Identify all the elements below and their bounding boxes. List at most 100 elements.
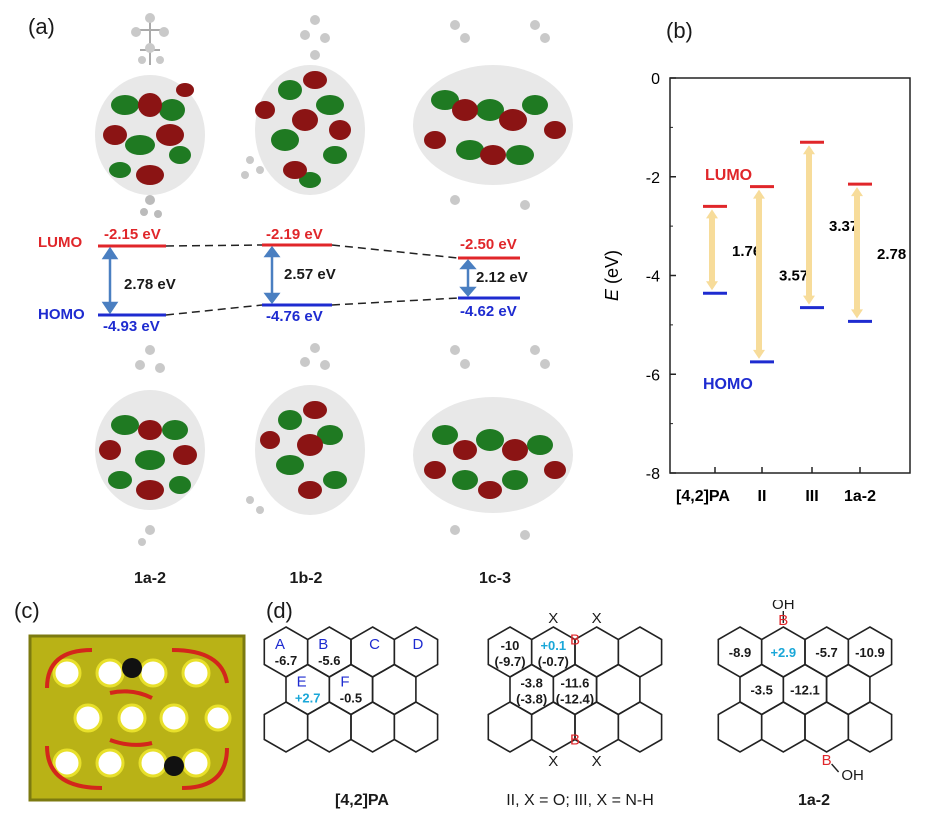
- nics-value: -11.6: [560, 676, 589, 691]
- x-tick-label: III: [805, 488, 818, 505]
- y-tick-label: -6: [646, 367, 660, 384]
- homo-value-1c-3: -4.62 eV: [460, 303, 517, 320]
- hexagon-ring: [371, 663, 417, 716]
- caption-pa: [4,2]PA: [335, 792, 389, 809]
- homo-orbital-1c-3: [413, 345, 573, 540]
- y-axis-label: E (eV): [602, 250, 622, 301]
- nics-value: (-12.4): [556, 692, 594, 707]
- x-tick-label: 1a-2: [844, 488, 876, 505]
- molecule-name-1b-2: 1b-2: [289, 570, 323, 587]
- nics-value: (-0.7): [538, 654, 569, 669]
- hexagon-ring: [804, 701, 850, 753]
- gap-value-label: 3.37: [829, 218, 858, 235]
- current-density-map: [28, 634, 246, 802]
- panel-label-d: (d): [266, 598, 293, 623]
- panel-label-b: (b): [666, 18, 693, 43]
- y-tick-label: -8: [646, 466, 660, 483]
- hexagon-ring: [847, 701, 893, 753]
- homo-legend-label: HOMO: [703, 376, 753, 393]
- hydroxyl-group: OH: [772, 600, 795, 613]
- hydroxyl-group: OH: [841, 767, 864, 784]
- gap-value-1b-2: 2.57 eV: [284, 266, 336, 283]
- nics-value: (-9.7): [494, 654, 525, 669]
- boron-atom: B: [822, 752, 832, 769]
- hexagon-ring: [306, 626, 352, 678]
- panel-label-c: (c): [14, 598, 40, 623]
- gap-arrow-head: [851, 187, 863, 197]
- ring-letter: B: [318, 636, 328, 653]
- nics-value: +2.9: [770, 645, 796, 660]
- nics-value: -3.8: [520, 676, 542, 691]
- hexagon-ring: [530, 701, 576, 753]
- hexagon-ring: [263, 626, 309, 678]
- lumo-value-1a-2: -2.15 eV: [104, 226, 161, 243]
- boron-atom: B: [778, 612, 788, 629]
- gap-arrow-head: [753, 189, 765, 199]
- hexagon-ring: [306, 701, 352, 753]
- lumo-orbital-1c-3: [413, 20, 573, 210]
- gap-value-1c-3: 2.12 eV: [476, 269, 528, 286]
- nics-value: -12.1: [790, 683, 820, 698]
- hexagon-ring: [263, 701, 309, 753]
- nics-value: -5.6: [318, 653, 340, 668]
- bond-line: [831, 763, 840, 773]
- hexagon-ring: [717, 701, 763, 753]
- boron-atom: B: [570, 732, 580, 749]
- molecule-name-1a-2: 1a-2: [133, 570, 167, 587]
- lumo-orbital-1a-2: [95, 13, 205, 218]
- nics-value: -10: [501, 638, 520, 653]
- panel-label-a: (a): [28, 14, 55, 39]
- gap-arrow-head: [706, 209, 718, 219]
- nics-value: -8.9: [729, 645, 751, 660]
- hexagon-ring: [350, 701, 396, 753]
- boron-atom: B: [570, 632, 580, 649]
- heteroatom-x: X: [592, 610, 602, 627]
- hexagon-ring: [328, 663, 374, 716]
- y-tick-label: 0: [651, 71, 660, 88]
- nics-value: +2.7: [295, 691, 321, 706]
- lumo-orbital-1b-2: [241, 15, 365, 195]
- ring-letter: E: [297, 674, 307, 691]
- caption-1a-2: 1a-2: [797, 792, 831, 809]
- hexagon-ring: [617, 626, 663, 678]
- caption-ii-iii: II, X = O; III, X = N-H: [506, 792, 654, 809]
- lumo-value-1c-3: -2.50 eV: [460, 236, 517, 253]
- hexagon-ring: [285, 663, 331, 716]
- nics-value: -10.9: [855, 645, 885, 660]
- hexagon-ring: [595, 663, 641, 716]
- hexagon-ring: [617, 701, 663, 753]
- homo-orbital-1a-2: [95, 345, 205, 546]
- hexagon-ring: [487, 701, 533, 753]
- gap-value-label: 3.57: [779, 267, 808, 284]
- gap-arrow-head: [803, 295, 815, 305]
- y-tick-label: -2: [646, 170, 660, 187]
- lumo-value-1b-2: -2.19 eV: [266, 226, 323, 243]
- ring-letter: F: [340, 674, 349, 691]
- nics-value: -6.7: [275, 653, 297, 668]
- homo-label-a: HOMO: [38, 306, 85, 323]
- x-tick-label: [4,2]PA: [676, 488, 730, 505]
- ring-letter: C: [369, 636, 380, 653]
- gap-arrow-head: [706, 281, 718, 291]
- hexagon-ring: [574, 701, 620, 753]
- lumo-legend-label: LUMO: [705, 167, 752, 184]
- homo-value-1a-2: -4.93 eV: [103, 318, 160, 335]
- hexagon-ring: [825, 663, 871, 716]
- heteroatom-x: X: [548, 610, 558, 627]
- lumo-label-a: LUMO: [38, 234, 83, 251]
- hexagon-ring: [393, 701, 439, 753]
- hexagon-ring: [760, 701, 806, 753]
- gap-arrow-head: [851, 309, 863, 319]
- homo-value-1b-2: -4.76 eV: [266, 308, 323, 325]
- ring-letter: A: [275, 636, 285, 653]
- nics-value: -0.5: [340, 691, 362, 706]
- nics-value: (-3.8): [516, 692, 547, 707]
- y-tick-label: -4: [646, 269, 660, 286]
- heteroatom-x: X: [548, 753, 558, 770]
- hexagon-ring: [574, 626, 620, 678]
- gap-arrow-head: [753, 349, 765, 359]
- nics-value: -3.5: [750, 683, 772, 698]
- molecule-name-1c-3: 1c-3: [478, 570, 512, 587]
